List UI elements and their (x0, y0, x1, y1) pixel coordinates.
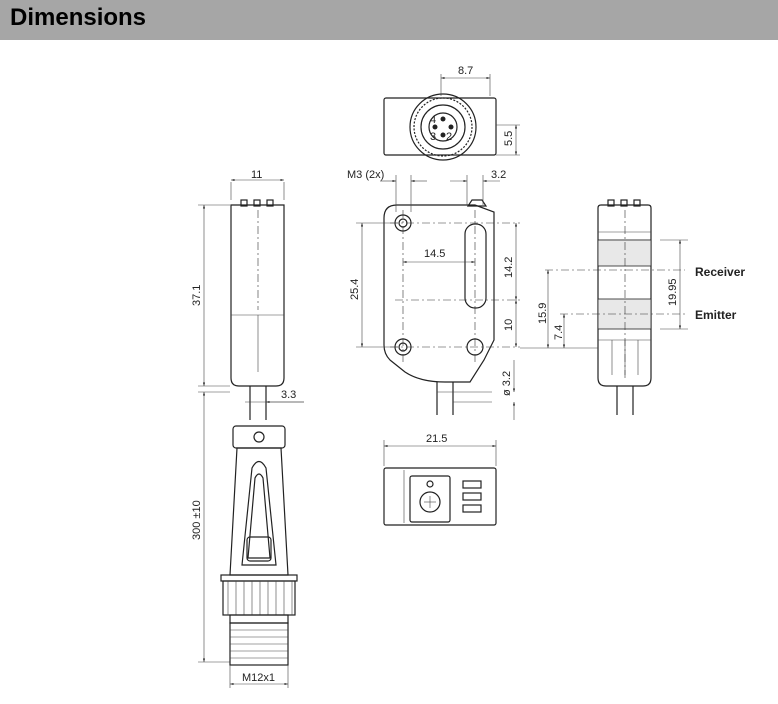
dim-cable-diameter: ø 3.2 (501, 371, 513, 396)
dim-lens-lower: 10 (503, 319, 515, 331)
right-view (520, 199, 688, 415)
dim-front-hole-spacing: 25.4 (349, 279, 361, 300)
top-view: 4 2 3 (383, 74, 520, 161)
label-emitter: Emitter (695, 308, 737, 322)
connector-view (220, 425, 298, 688)
svg-text:2: 2 (446, 131, 452, 143)
dim-bottom-width: 21.5 (426, 433, 447, 445)
section-title: Dimensions (10, 4, 147, 31)
dim-side-width: 11 (251, 169, 262, 181)
dim-lens-upper: 14.2 (503, 257, 515, 278)
front-view (356, 175, 520, 420)
dim-cable-offset: 3.3 (281, 389, 296, 401)
dim-cable-length: 300 ±10 (191, 500, 203, 540)
dim-optic-spacing: 19.95 (667, 278, 679, 306)
dim-side-height: 37.1 (191, 285, 203, 306)
dim-hole-offset: 3.2 (491, 169, 506, 181)
dim-mount-hole: M3 (2x) (347, 169, 384, 181)
svg-text:4: 4 (430, 114, 436, 126)
section-header: Dimensions (0, 0, 778, 40)
dim-connector-thread: M12x1 (242, 672, 275, 684)
svg-text:3: 3 (430, 131, 436, 143)
label-receiver: Receiver (695, 265, 745, 279)
dim-emitter-height: 15.9 (537, 303, 549, 324)
side-view (198, 178, 304, 663)
dim-front-half-width: 14.5 (424, 248, 445, 260)
bottom-view (383, 440, 497, 526)
dim-top-width: 8.7 (458, 65, 473, 77)
dim-emitter-offset: 7.4 (553, 325, 565, 340)
dim-top-height: 5.5 (503, 131, 515, 146)
